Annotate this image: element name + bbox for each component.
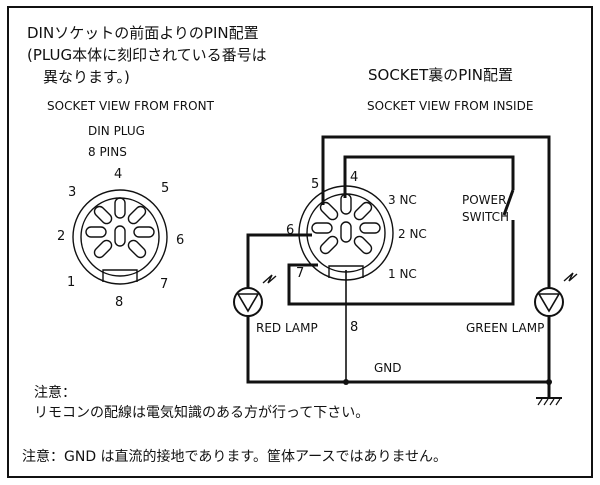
wire-red-lamp-gnd <box>246 316 549 384</box>
green-lamp-circle <box>534 287 564 317</box>
front-pin-contact-2 <box>85 226 107 238</box>
back-pin-label-6: 6 <box>286 223 294 238</box>
back-pin-label-7: 7 <box>296 266 304 281</box>
front-pin-contact-6 <box>133 226 155 238</box>
gnd-label: GND <box>374 361 402 375</box>
front-socket: DIN PLUG 8 PINS 1 2 3 4 5 6 7 8 <box>57 124 184 310</box>
back-pin-label-8: 8 <box>350 320 358 335</box>
back-pin-label-5: 5 <box>311 177 319 192</box>
front-pin-contact-5 <box>127 205 147 225</box>
front-socket-outer-ring <box>72 189 168 285</box>
red-lamp-circle <box>233 287 263 317</box>
title-line-2: (PLUG本体に刻印されている番号は <box>27 46 267 64</box>
wire-pin6-red-lamp <box>246 233 312 288</box>
title-line-1: DINソケットの前面よりのPIN配置 <box>27 24 259 42</box>
front-pin-label-5: 5 <box>161 181 169 196</box>
note1-heading: 注意： <box>34 384 76 401</box>
back-pin-contact-6 <box>359 222 381 234</box>
gnd-junction-dot <box>343 379 349 385</box>
green-lamp-label: GREEN LAMP <box>466 321 544 335</box>
front-view-label: SOCKET VIEW FROM FRONT <box>47 99 215 113</box>
back-title: SOCKET裏のPIN配置 <box>368 66 513 84</box>
red-lamp-light-rays <box>262 274 277 284</box>
front-pin-label-1: 1 <box>67 275 75 290</box>
back-pin-contact-7 <box>353 235 373 255</box>
front-pin-label-7: 7 <box>160 277 168 292</box>
front-pin-contact-3 <box>93 205 113 225</box>
diagram-frame <box>7 6 593 478</box>
nc-label-1: 1 NC <box>388 267 417 281</box>
front-pin-contact-8 <box>114 225 126 247</box>
nc-label-2: 2 NC <box>398 227 427 241</box>
nc-label-3: 3 NC <box>388 193 417 207</box>
switch-blade <box>502 189 515 216</box>
front-pin-label-8: 8 <box>115 295 123 310</box>
red-lamp: RED LAMP <box>233 274 318 335</box>
back-pin-contact-8 <box>340 221 352 243</box>
red-lamp-label: RED LAMP <box>256 321 318 335</box>
wire-pin4-switch <box>343 155 515 198</box>
back-pin-contact-5 <box>353 201 373 221</box>
wire-pin5-green-lamp <box>321 135 551 288</box>
front-pin-contact-4 <box>114 197 126 219</box>
note2-text: 注意：GND は直流的接地であります。筐体アースではありません。 <box>22 448 447 465</box>
back-socket: 5 4 6 7 8 3 NC 2 NC 1 NC <box>286 170 427 335</box>
power-switch: POWER SWITCH <box>462 189 515 224</box>
green-lamp-light-rays <box>563 272 578 282</box>
front-pin-contact-7 <box>127 239 147 259</box>
back-pin-contact-1 <box>319 235 339 255</box>
switch-label-2: SWITCH <box>462 210 509 224</box>
green-lamp-diode-symbol <box>537 293 561 313</box>
front-pin-label-2: 2 <box>57 229 65 244</box>
front-pin-label-4: 4 <box>114 167 122 182</box>
front-pin-contact-1 <box>93 239 113 259</box>
wire-switch-pin7 <box>287 220 515 306</box>
gnd-junction-dot-right <box>546 379 552 385</box>
back-pin-contact-2 <box>311 222 333 234</box>
back-view-label: SOCKET VIEW FROM INSIDE <box>367 99 533 113</box>
title-line-3: 異なります。) <box>43 68 130 86</box>
back-pin-label-4: 4 <box>350 170 358 185</box>
plug-label-2: 8 PINS <box>88 145 127 159</box>
front-pin-label-6: 6 <box>176 233 184 248</box>
front-socket-key-notch <box>102 269 138 282</box>
switch-label-1: POWER <box>462 193 506 207</box>
front-pin-group <box>85 197 155 259</box>
red-lamp-diode-symbol <box>236 293 260 313</box>
back-socket-key-notch <box>328 265 364 278</box>
plug-label-1: DIN PLUG <box>88 124 145 138</box>
green-lamp: GREEN LAMP <box>466 272 578 335</box>
front-pin-label-3: 3 <box>68 185 76 200</box>
note1-text: リモコンの配線は電気知識のある方が行って下さい。 <box>34 404 369 421</box>
wires <box>246 135 552 398</box>
ground-symbol <box>536 397 562 406</box>
